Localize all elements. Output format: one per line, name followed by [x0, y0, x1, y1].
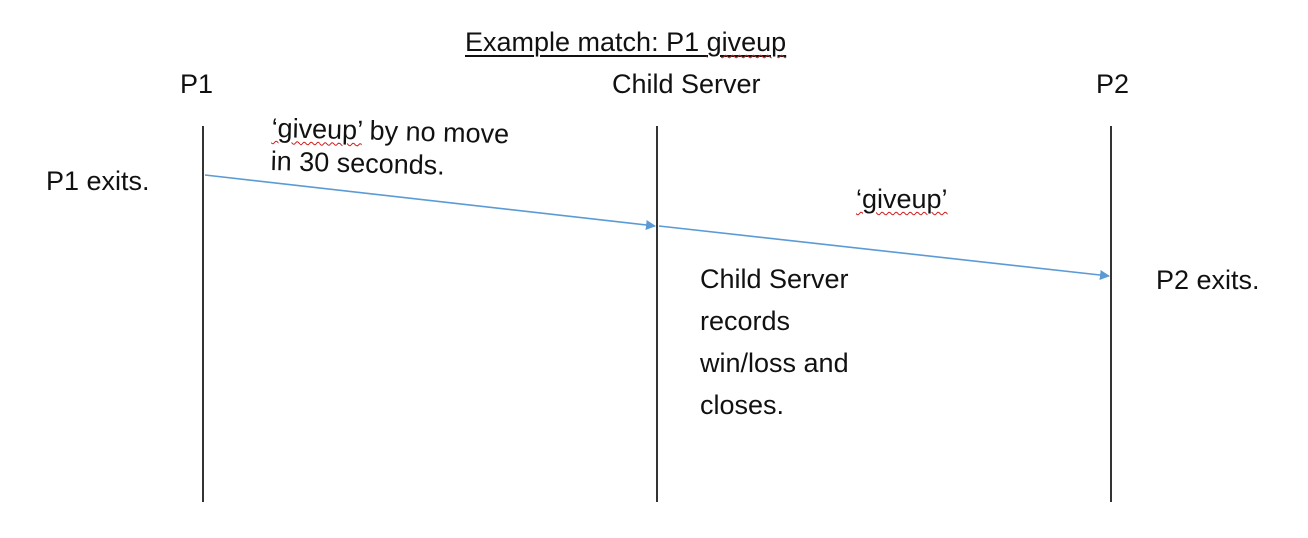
- note-server-closes: Child Server records win/loss and closes…: [700, 258, 849, 426]
- message-label-line1-rest: by no move: [361, 115, 510, 150]
- flagged-word-giveup-2: ‘giveup’: [856, 184, 948, 214]
- note-server-line: records: [700, 306, 791, 336]
- flagged-word-giveup: ‘giveup’: [271, 112, 363, 146]
- lane-label-p2: P2: [1096, 69, 1130, 99]
- message-label-server-to-p2: ‘giveup’: [856, 183, 948, 216]
- message-arrow-server-to-p2: [658, 225, 1110, 280]
- note-p2-exits: P2 exits.: [1156, 265, 1260, 295]
- note-server-line: win/loss and: [700, 348, 849, 378]
- diagram-title: Example match: P1 giveup: [465, 26, 786, 58]
- message-label-line2: in 30 seconds.: [270, 145, 446, 181]
- note-server-line: closes.: [700, 390, 785, 420]
- title-prefix: Example match: P1: [465, 27, 707, 57]
- lane-label-p1: P1: [180, 69, 214, 99]
- title-flagged-word: giveup: [706, 27, 787, 57]
- message-arrow-p1-to-server: [204, 174, 656, 230]
- message-label-p1-to-server: ‘giveup’ by no move in 30 seconds.: [270, 112, 509, 184]
- note-p1-exits: P1 exits.: [46, 166, 150, 196]
- note-server-line: Child Server: [700, 264, 849, 294]
- lane-label-server: Child Server: [612, 69, 761, 99]
